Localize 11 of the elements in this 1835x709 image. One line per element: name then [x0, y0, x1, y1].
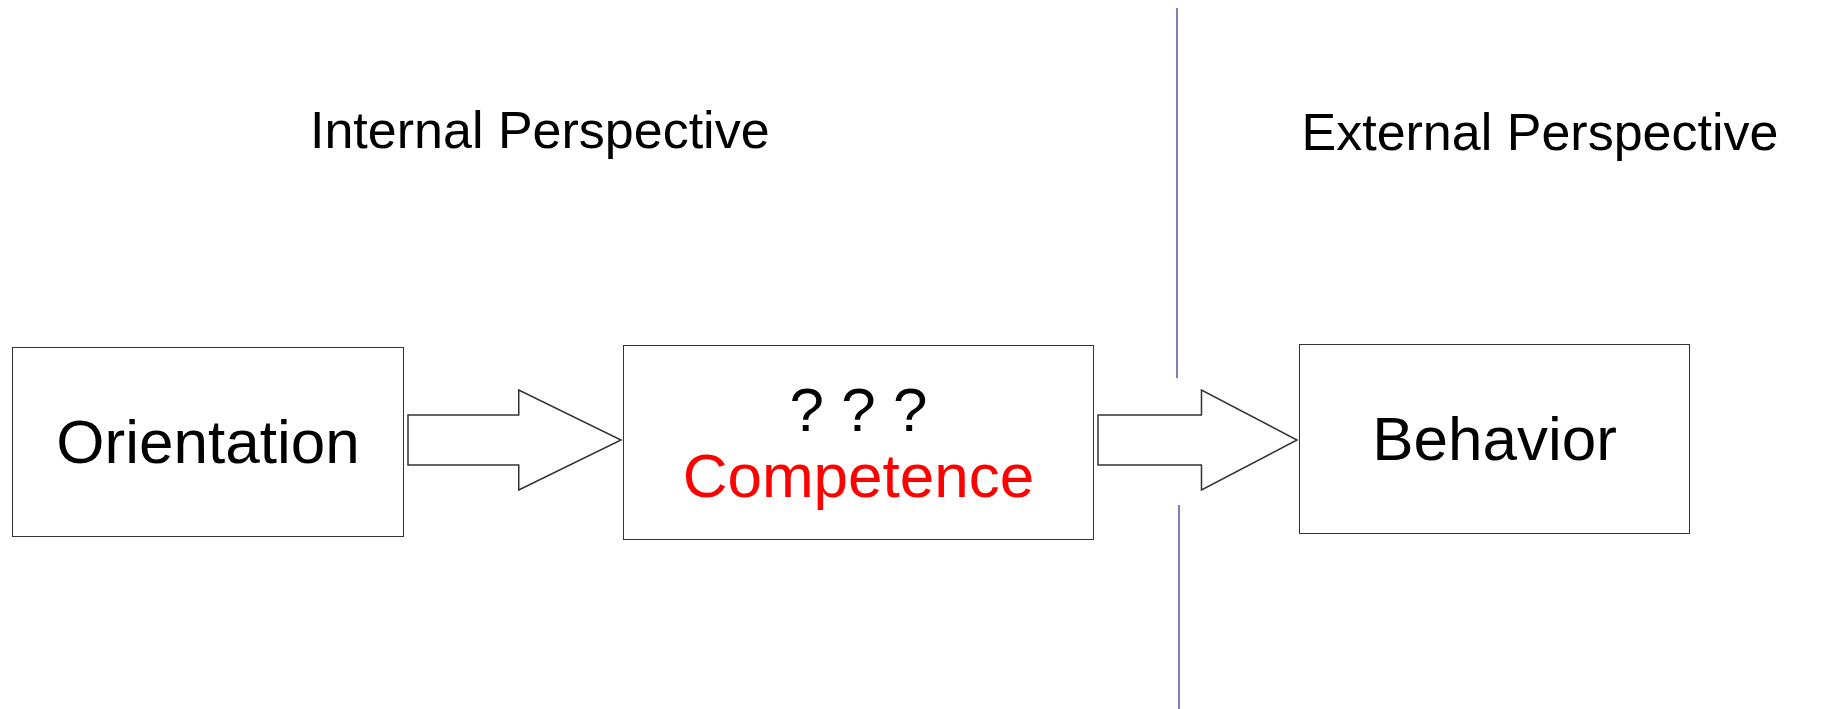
block-arrow: [407, 388, 623, 492]
block-arrow: [1097, 388, 1299, 492]
box-text: Competence: [682, 442, 1035, 508]
box-text: Behavior: [1372, 406, 1617, 472]
heading-text: Internal Perspective: [310, 100, 770, 160]
process-box: [623, 345, 1094, 540]
heading-text: External Perspective: [1301, 102, 1779, 162]
box-text: ? ? ?: [789, 377, 928, 443]
box-text: Orientation: [56, 409, 360, 475]
process-box: [1299, 344, 1690, 534]
process-box: [12, 347, 404, 537]
